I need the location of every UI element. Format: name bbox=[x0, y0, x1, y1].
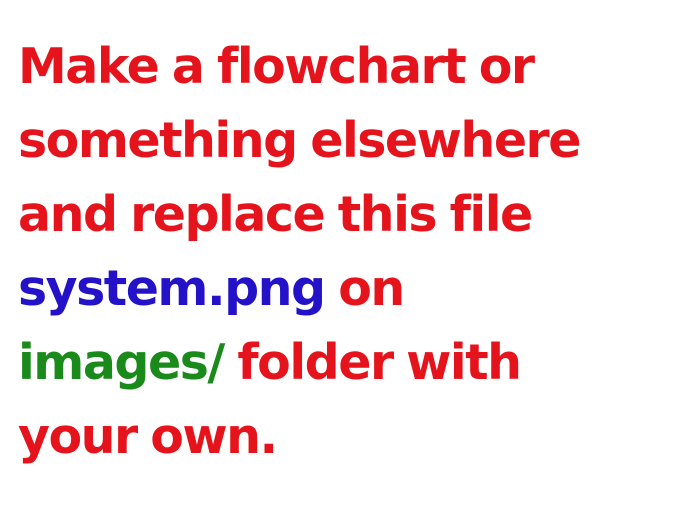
message-line-2: something elsewhere bbox=[18, 112, 581, 169]
message-line-1: Make a flowchart or bbox=[18, 38, 535, 95]
folder-text: images/ bbox=[18, 334, 225, 391]
message-line-5: images/ folder with bbox=[18, 326, 683, 400]
placeholder-message: Make a flowchart or something elsewhere … bbox=[18, 30, 683, 474]
message-line-3: and replace this file bbox=[18, 186, 533, 243]
message-line-6: your own. bbox=[18, 408, 278, 465]
message-line-5-rest: folder with bbox=[223, 334, 522, 391]
message-line-4-rest: on bbox=[324, 260, 405, 317]
message-line-4: system.png on bbox=[18, 252, 683, 326]
filename-text: system.png bbox=[18, 260, 326, 317]
